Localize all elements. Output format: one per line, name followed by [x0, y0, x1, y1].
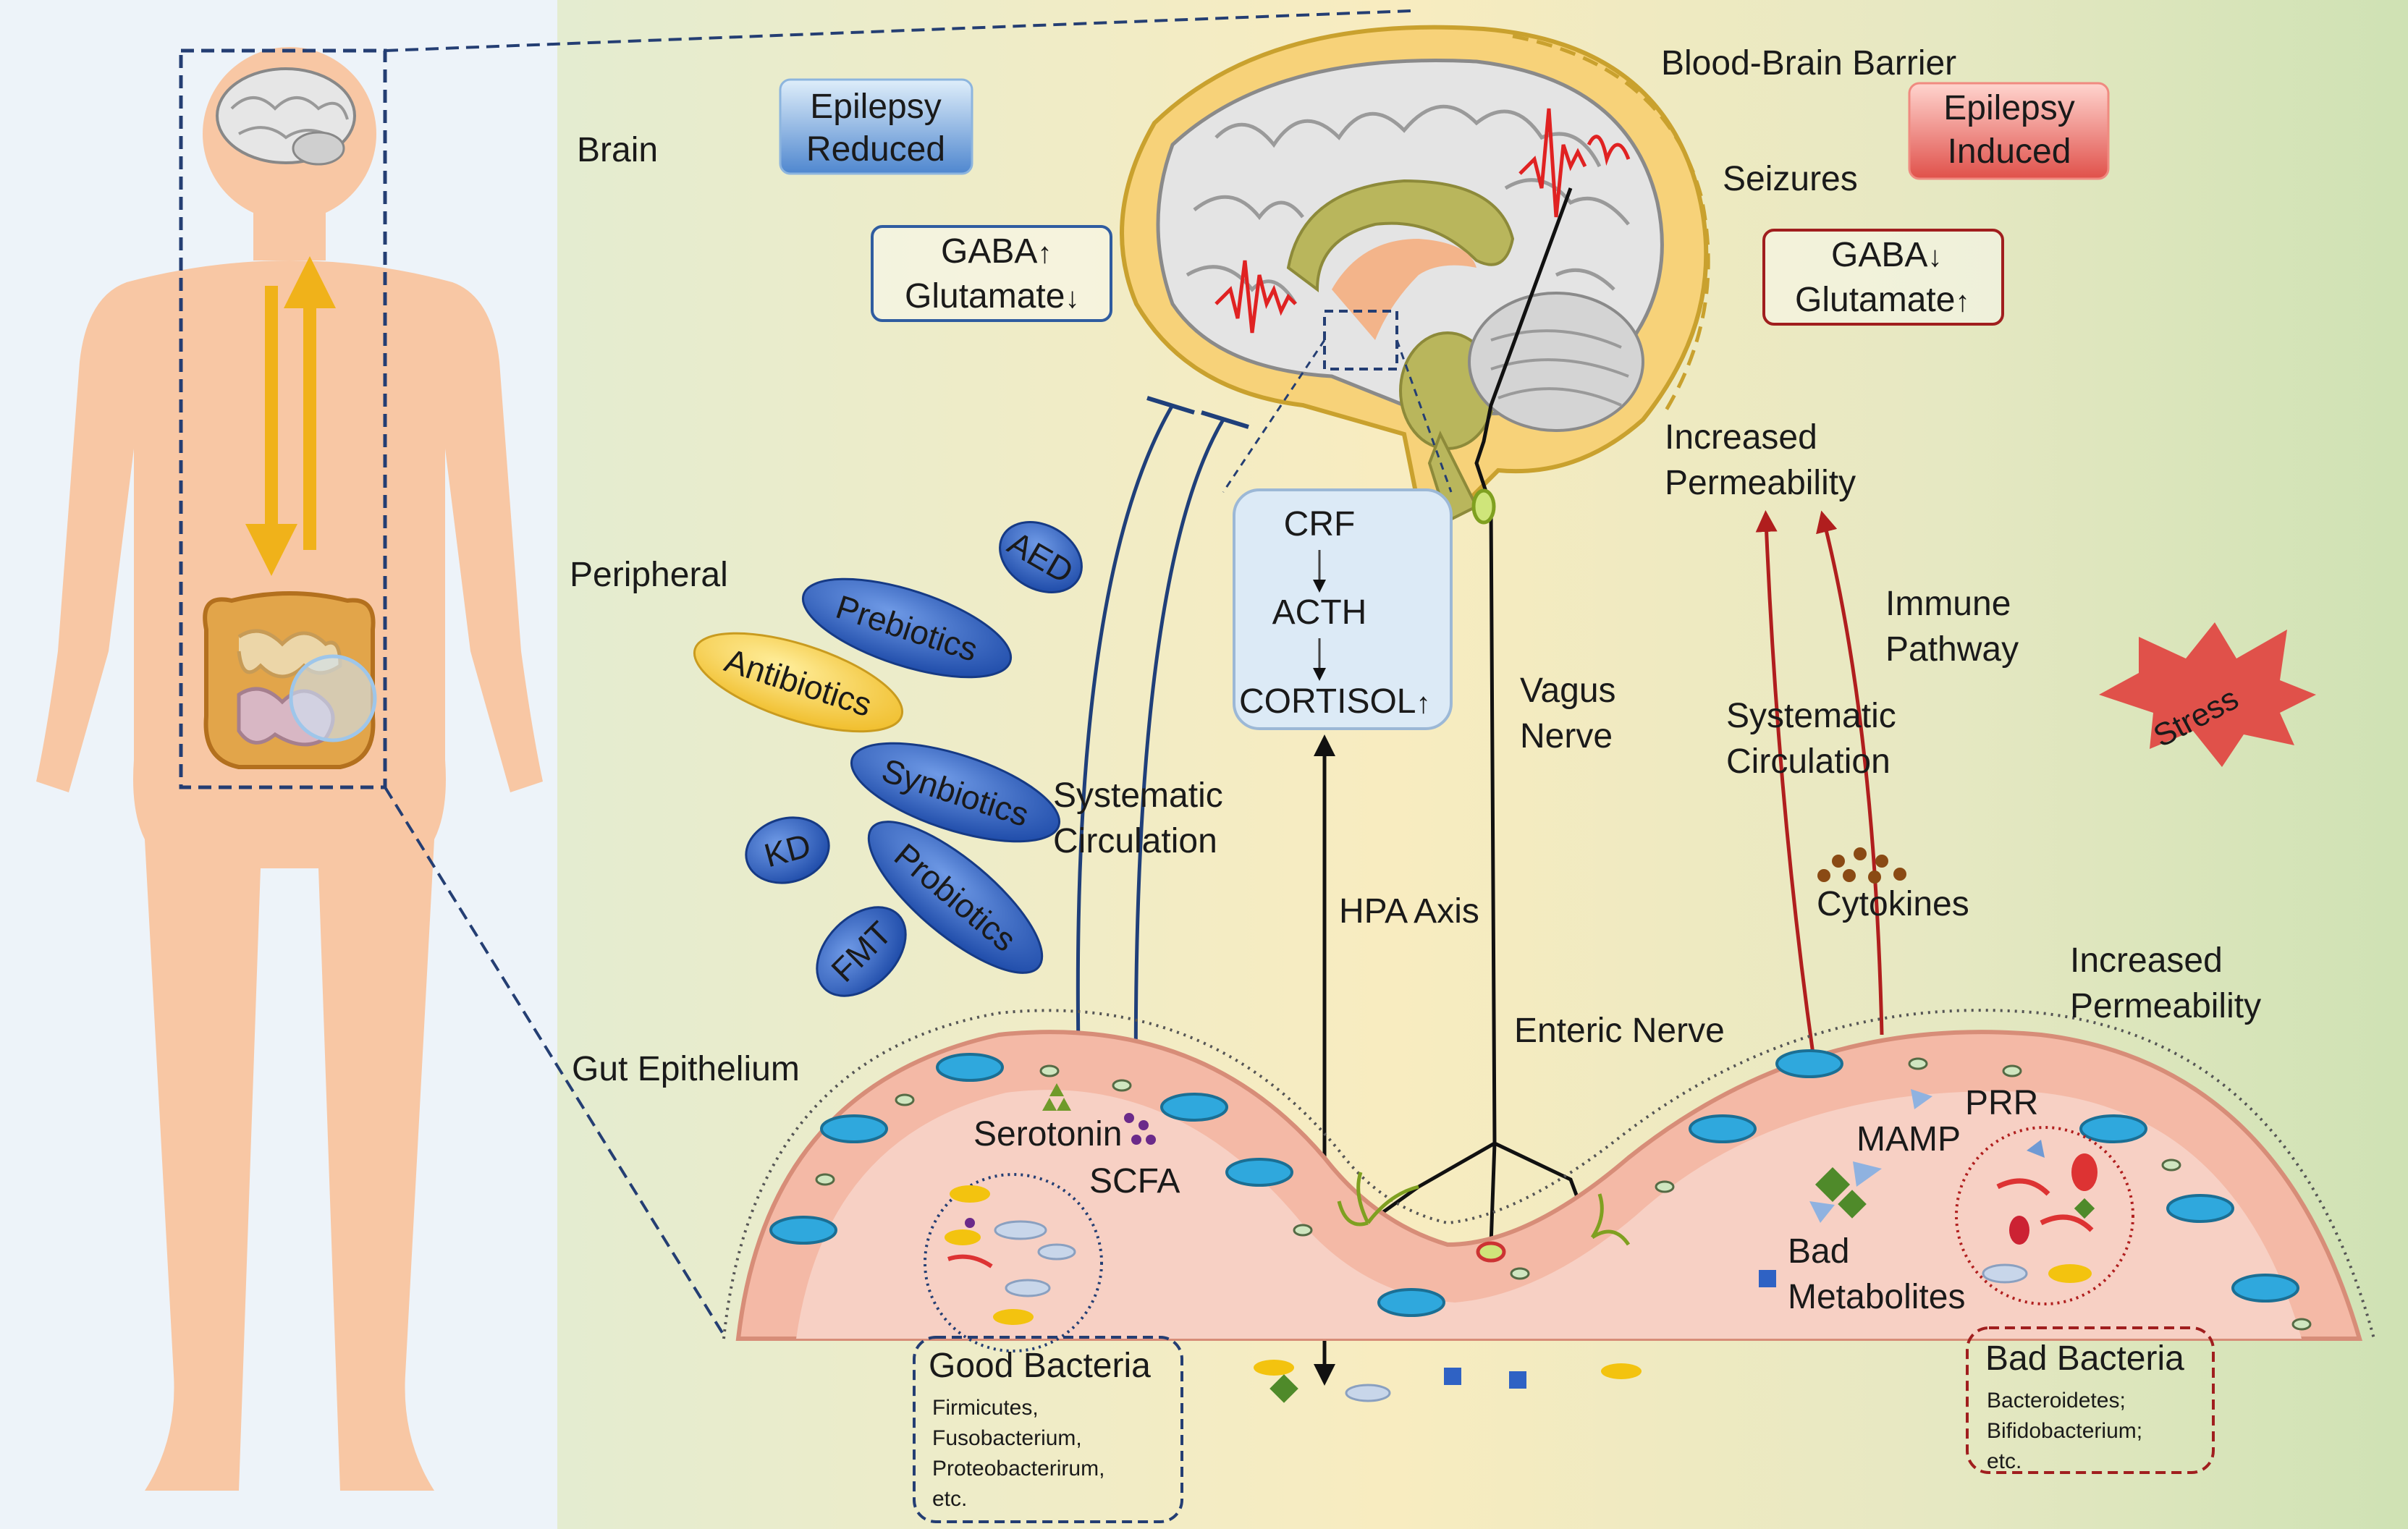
label-hpa-axis: HPA Axis [1339, 892, 1479, 931]
hpa-to-box-line [1222, 339, 1326, 493]
intervention-aed [999, 521, 1083, 593]
label-systematic-left-2: Circulation [1053, 822, 1217, 860]
epilepsy-reduced-line1: Epilepsy [810, 88, 941, 126]
label-enteric-nerve: Enteric Nerve [1514, 1012, 1725, 1050]
label-prr: PRR [1965, 1084, 2038, 1122]
label-increased-permeability-top-1: Increased [1665, 418, 1817, 457]
epilepsy-reduced-line2: Reduced [806, 130, 945, 169]
label-vagus-2: Nerve [1520, 717, 1613, 755]
brain-illustration [1120, 25, 1710, 523]
vagus-nerve-line [1474, 187, 1573, 1144]
label-immune-2: Pathway [1885, 630, 2019, 669]
intervention-kd [745, 816, 830, 884]
label-brain: Brain [577, 131, 658, 169]
zoom-line-bottom [384, 786, 725, 1337]
good-bacteria-item: etc. [932, 1487, 967, 1511]
epilepsy-induced-badge [1908, 82, 2110, 180]
hpa-to-box-line-2 [1395, 339, 1453, 493]
label-blood-brain-barrier: Blood-Brain Barrier [1661, 44, 1956, 82]
label-systematic-right-1: Systematic [1726, 697, 1896, 735]
gaba-left: GABA↑ [941, 232, 1052, 271]
epilepsy-induced-line2: Induced [1948, 132, 2071, 171]
label-increased-permeability-bottom-1: Increased [2070, 941, 2223, 980]
immune-arrow-2 [1816, 510, 1884, 1035]
inhibition-bar-1 [1146, 396, 1195, 415]
label-increased-permeability-top-2: Permeability [1665, 464, 1856, 502]
intervention-prebiotics [801, 577, 1013, 679]
gaba-right: GABA↓ [1831, 236, 1942, 274]
label-bad-metabolites-2: Metabolites [1788, 1278, 1965, 1316]
label-bad-metabolites-1: Bad [1788, 1232, 1849, 1271]
label-gut-epithelium: Gut Epithelium [572, 1050, 800, 1088]
lumen-particles [1254, 1270, 1776, 1403]
bad-bacteria-icons [1982, 1140, 2098, 1284]
label-systematic-left-1: Systematic [1053, 776, 1223, 815]
bad-bacteria-item: etc. [1987, 1449, 2022, 1473]
hpa-box [1233, 488, 1453, 730]
gaba-induced-box [1762, 229, 2004, 326]
hpa-acth: ACTH [1272, 593, 1367, 632]
intervention-fmt [816, 906, 907, 997]
neuron-icon [1337, 488, 1631, 1263]
good-bacteria-icons [945, 1185, 1076, 1325]
good-bacteria-circle [924, 1173, 1103, 1352]
epilepsy-reduced-badge [779, 78, 973, 175]
serotonin-markers [1042, 1083, 1071, 1111]
label-serotonin: Serotonin [973, 1115, 1122, 1153]
bad-bacteria-circle [1955, 1126, 2134, 1305]
hpa-cortisol: CORTISOL↑ [1239, 682, 1431, 721]
mamp-markers [1809, 1089, 1932, 1223]
intervention-synbiotics [850, 742, 1061, 843]
label-scfa: SCFA [1089, 1162, 1180, 1200]
inhibition-bar-2 [1201, 410, 1249, 429]
glutamate-left: Glutamate↓ [905, 277, 1079, 315]
label-peripheral: Peripheral [570, 556, 728, 594]
glutamate-right: Glutamate↑ [1795, 281, 1969, 319]
stress-star-icon [2099, 622, 2316, 767]
bad-bacteria-title: Bad Bacteria [1985, 1339, 2184, 1378]
good-bacteria-box [913, 1336, 1183, 1523]
small-intestine-icon [203, 591, 377, 769]
zoom-line-top [384, 9, 1412, 52]
bad-bacteria-item: Bifidobacterium; [1987, 1419, 2142, 1443]
label-mamp: MAMP [1856, 1120, 1961, 1159]
intervention-antibiotics [693, 632, 904, 733]
good-bacteria-item: Proteobacterirum, [932, 1457, 1104, 1481]
body-inset-box [179, 48, 387, 789]
label-seizures: Seizures [1723, 160, 1858, 198]
label-immune-1: Immune [1885, 585, 2011, 623]
intervention-probiotics [867, 821, 1044, 974]
inhibition-line-1 [1076, 404, 1175, 1050]
label-vagus-1: Vagus [1520, 672, 1616, 710]
small-brain-icon [216, 67, 356, 166]
gaba-reduced-box [871, 225, 1112, 322]
label-cytokines: Cytokines [1817, 885, 1969, 923]
label-systematic-right-2: Circulation [1726, 742, 1891, 781]
bad-bacteria-item: Bacteroidetes; [1987, 1389, 2126, 1412]
good-bacteria-item: Fusobacterium, [932, 1426, 1082, 1450]
bad-bacteria-box [1966, 1326, 2215, 1474]
good-bacteria-item: Firmicutes, [932, 1396, 1039, 1420]
enteric-branch-left [1489, 1143, 1497, 1245]
interventions-group [693, 521, 1083, 997]
good-bacteria-title: Good Bacteria [929, 1347, 1151, 1385]
hpa-crf: CRF [1284, 505, 1356, 543]
epilepsy-induced-line1: Epilepsy [1943, 89, 2074, 127]
label-increased-permeability-bottom-2: Permeability [2070, 987, 2261, 1025]
scfa-markers [1124, 1113, 1156, 1145]
cytokine-dots [1817, 847, 1906, 884]
gut-epithelium [722, 1009, 2375, 1341]
